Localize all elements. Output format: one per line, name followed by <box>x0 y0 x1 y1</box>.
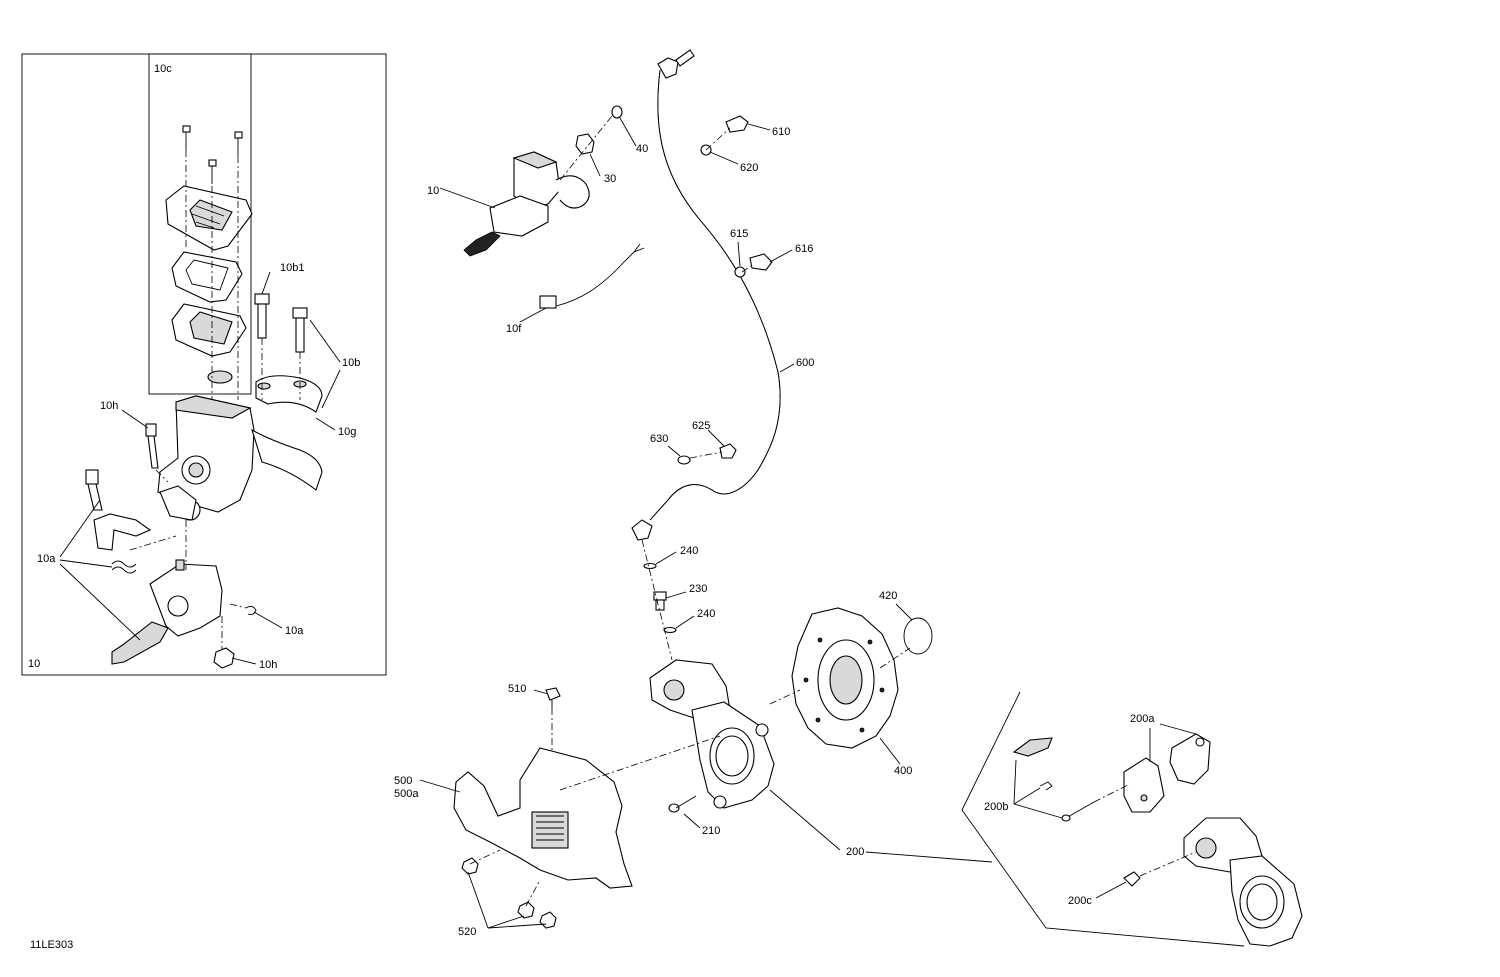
handlebar-clamp-10g <box>251 375 323 491</box>
label-10-main: 10 <box>427 185 440 197</box>
nut-615 <box>734 266 746 278</box>
nut-520-c <box>539 911 557 929</box>
drawing-id: 11LE303 <box>30 939 74 951</box>
label-30: 30 <box>604 173 617 185</box>
label-615: 615 <box>730 228 749 240</box>
label-610: 610 <box>772 126 791 138</box>
label-200: 200 <box>846 846 865 858</box>
bleeder-200c <box>1123 871 1141 887</box>
pin-210 <box>668 795 697 813</box>
label-40: 40 <box>636 143 649 155</box>
label-10h-top: 10h <box>100 400 119 412</box>
brake-disc-400 <box>791 607 899 749</box>
label-10b: 10b <box>342 357 361 369</box>
reservoir-cover <box>165 185 253 251</box>
clamp-616 <box>749 253 773 271</box>
bolts-10b <box>254 293 308 353</box>
detail-bracket-200 <box>961 691 1245 947</box>
clamp-610 <box>725 115 749 133</box>
caliper-body-200c <box>1183 817 1303 947</box>
brake-switch-10f <box>539 243 645 309</box>
label-10c: 10c <box>154 63 172 75</box>
clip-10a <box>245 605 257 615</box>
label-400: 400 <box>894 765 913 777</box>
lever-bolt-10a <box>85 469 103 511</box>
pad-spring-200b <box>1012 737 1053 757</box>
label-200a: 200a <box>1130 713 1155 725</box>
lever-bracket <box>93 513 152 551</box>
banjo-fitting-30 <box>575 133 595 155</box>
clip-625 <box>719 443 737 459</box>
inset-frame-10c <box>148 53 252 395</box>
nut-520-a <box>461 857 479 875</box>
screw-10h-top <box>145 423 159 469</box>
screw-510 <box>545 687 561 708</box>
label-500a: 500a <box>394 788 419 800</box>
label-10g: 10g <box>338 426 357 438</box>
label-510: 510 <box>508 683 527 695</box>
return-spring <box>111 560 137 574</box>
label-616: 616 <box>795 243 814 255</box>
label-620: 620 <box>740 162 759 174</box>
label-10-inset: 10 <box>28 658 41 670</box>
washer-240-bottom <box>663 626 677 634</box>
label-520: 520 <box>458 926 477 938</box>
brake-lever <box>111 559 223 665</box>
master-cylinder-assembly-10 <box>463 151 590 257</box>
label-200b: 200b <box>984 801 1009 813</box>
nut-10h <box>213 647 235 669</box>
label-240-top: 240 <box>680 545 699 557</box>
washer-40 <box>611 105 623 119</box>
brake-line-600 <box>649 69 781 521</box>
label-500: 500 <box>394 775 413 787</box>
master-cylinder-body <box>157 395 255 521</box>
label-10a-left: 10a <box>37 553 56 565</box>
reservoir-cap <box>207 370 233 384</box>
cover-gasket <box>171 251 243 303</box>
label-230: 230 <box>689 583 708 595</box>
screws-10c <box>182 125 243 184</box>
nut-520-b <box>517 901 535 919</box>
diaphragm <box>171 303 247 357</box>
label-630: 630 <box>650 433 669 445</box>
label-10b1: 10b1 <box>280 262 305 274</box>
label-600: 600 <box>796 357 815 369</box>
label-10f: 10f <box>506 323 522 335</box>
label-420: 420 <box>879 590 898 602</box>
label-10a-right: 10a <box>285 625 304 637</box>
banjo-bolt-230 <box>653 591 667 611</box>
label-210: 210 <box>702 825 721 837</box>
washer-240-top <box>643 562 657 570</box>
label-10h-bottom: 10h <box>259 659 278 671</box>
label-625: 625 <box>692 420 711 432</box>
o-ring-420 <box>903 617 933 655</box>
nut-630 <box>677 455 691 465</box>
brake-pads-200a <box>1123 733 1211 813</box>
brake-caliper-200 <box>649 659 775 809</box>
disc-guard-500 <box>453 747 633 889</box>
label-200c: 200c <box>1068 895 1092 907</box>
label-240-bottom: 240 <box>697 608 716 620</box>
